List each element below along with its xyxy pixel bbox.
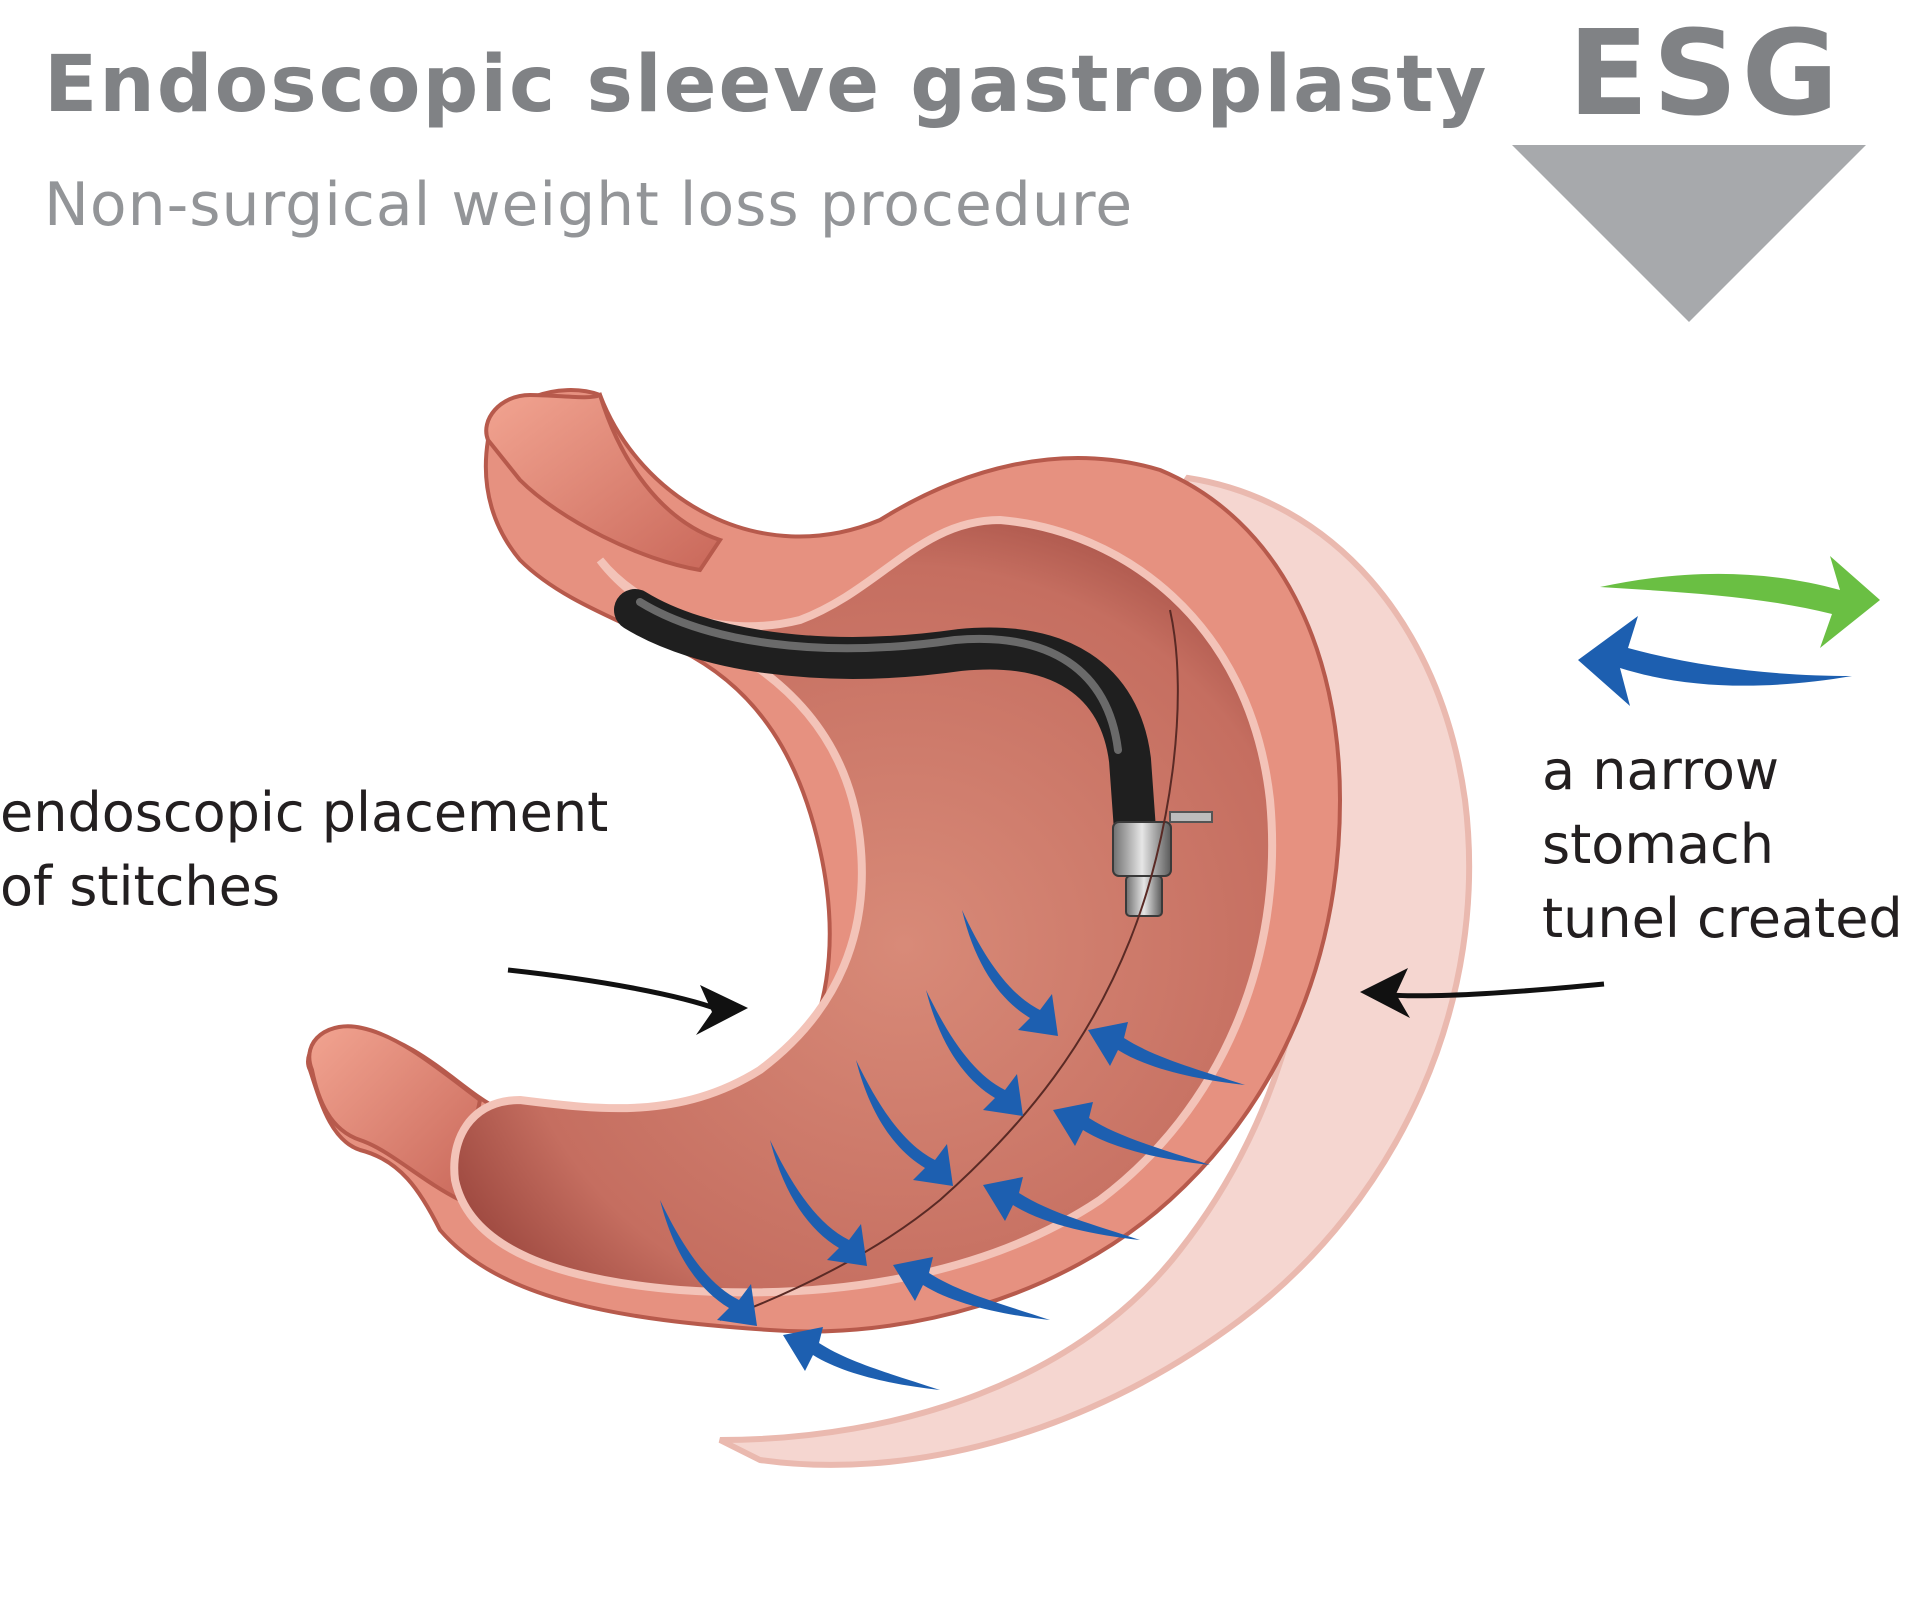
label-right-line-2: stomach: [1542, 813, 1774, 876]
endoscope-tube: [614, 589, 1156, 851]
label-left-line-2: of stitches: [0, 855, 280, 918]
endoscope-tip: [1125, 875, 1163, 917]
stitch-arrow-icon: [962, 910, 1058, 1036]
endoscope-needle: [1169, 811, 1213, 823]
label-left-line-1: endoscopic placement: [0, 781, 609, 844]
stitch-arrow-icon: [926, 990, 1023, 1116]
right-pointer-line: [1389, 981, 1605, 999]
duodenum: [307, 1024, 483, 1203]
stitch-arrow-icon: [856, 1060, 953, 1186]
stitch-arrow-icon: [983, 1177, 1140, 1240]
right-pointer-arrowhead-icon: [1360, 968, 1410, 1018]
stitch-arrow-icon: [660, 1200, 757, 1326]
label-right-line-1: a narrow: [1542, 739, 1780, 802]
stitch-arrow-icon: [893, 1257, 1050, 1320]
stitch-arrows-left: [660, 910, 1058, 1326]
esg-badge: ESG: [1568, 4, 1843, 142]
stitch-arrow-icon: [783, 1327, 940, 1390]
label-endoscopic-placement: endoscopic placement of stitches: [0, 776, 608, 924]
blue-curved-arrow-icon: [1578, 616, 1852, 706]
label-narrow-tunnel: a narrow stomach tunel created: [1542, 734, 1903, 956]
endoscope-highlight: [636, 598, 1122, 754]
left-pointer-line: [507, 967, 721, 1013]
esophagus: [484, 392, 724, 573]
page-title: Endoscopic sleeve gastroplasty: [44, 40, 1489, 130]
stitch-arrow-icon: [1053, 1102, 1210, 1165]
stitch-arrows-right: [783, 1022, 1245, 1390]
page-subtitle: Non-surgical weight loss procedure: [44, 170, 1134, 240]
stitch-arrow-icon: [770, 1140, 867, 1266]
down-arrow-icon: [1512, 145, 1866, 322]
stitch-arrow-icon: [1088, 1022, 1245, 1085]
left-pointer-arrowhead-icon: [696, 985, 748, 1035]
green-curved-arrow-icon: [1600, 556, 1880, 648]
label-right-line-3: tunel created: [1542, 887, 1903, 950]
